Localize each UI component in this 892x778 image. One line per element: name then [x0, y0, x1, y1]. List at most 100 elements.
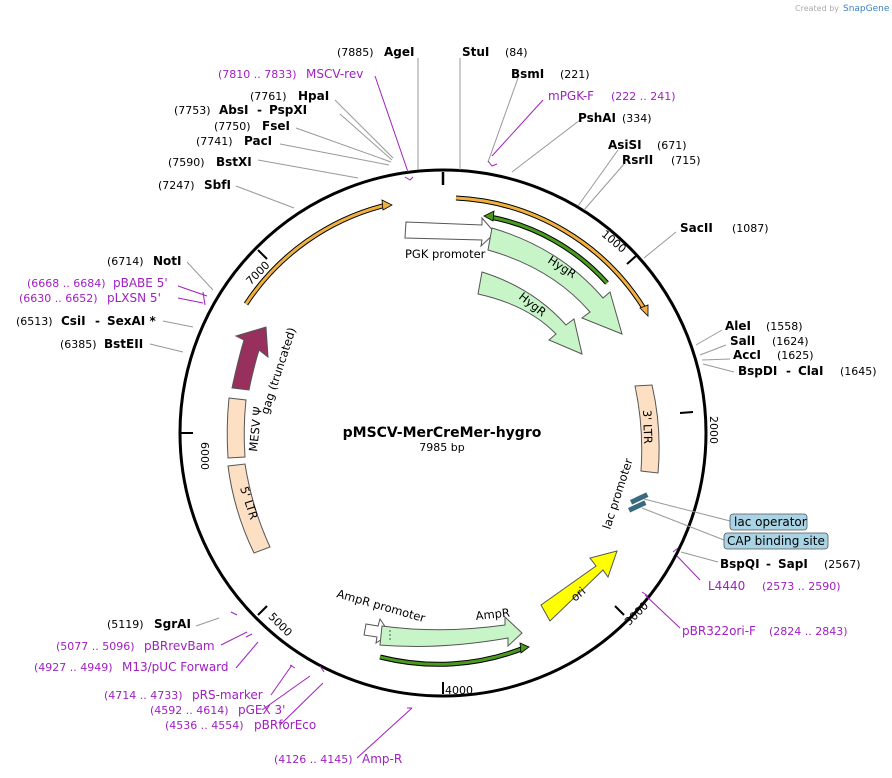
plasmid-length: 7985 bp	[419, 441, 464, 454]
svg-text:pBABE 5': pBABE 5'	[113, 276, 168, 290]
primer-plxsn5[interactable]: (6630 .. 6652) pLXSN 5'	[19, 291, 161, 305]
site-noti[interactable]: (6714) NotI	[107, 254, 182, 268]
primer-pbr322ori-f[interactable]: pBR322ori-F (2824 .. 2843)	[682, 624, 848, 638]
svg-text:SapI: SapI	[778, 557, 808, 571]
svg-text:(2573 .. 2590): (2573 .. 2590)	[762, 580, 841, 593]
svg-text:3' LTR: 3' LTR	[640, 410, 655, 444]
primer-amp-r[interactable]: (4126 .. 4145) Amp-R	[274, 752, 402, 766]
svg-text:(6513): (6513)	[16, 315, 53, 328]
svg-text:ClaI: ClaI	[798, 364, 823, 378]
site-absi-pspxi[interactable]: (7753) AbsI - PspXI	[174, 103, 307, 117]
site-pshai[interactable]: PshAI (334)	[578, 111, 652, 125]
svg-text:(1558): (1558)	[766, 320, 803, 333]
svg-text:NotI: NotI	[153, 254, 182, 268]
svg-text:AccI: AccI	[733, 348, 761, 362]
svg-text:3000: 3000	[622, 599, 651, 628]
svg-text:(4714 .. 4733): (4714 .. 4733)	[104, 689, 183, 702]
primer-pbabe5[interactable]: (6668 .. 6684) pBABE 5'	[27, 276, 168, 290]
svg-text:SacII: SacII	[680, 221, 713, 235]
svg-text:(4536 .. 4554): (4536 .. 4554)	[165, 719, 244, 732]
svg-text:lac promoter: lac promoter	[600, 456, 636, 531]
svg-text:SgrAI: SgrAI	[154, 617, 191, 631]
svg-text:pRS-marker: pRS-marker	[192, 688, 263, 702]
ampr-feature: AmpR	[379, 605, 523, 648]
site-paci[interactable]: (7741) PacI	[196, 134, 272, 148]
primer-m13puc-forward[interactable]: (4927 .. 4949) M13/pUC Forward	[34, 660, 229, 674]
svg-text:(2824 .. 2843): (2824 .. 2843)	[769, 625, 848, 638]
site-agei[interactable]: (7885) AgeI	[337, 45, 414, 59]
svg-text:-: -	[786, 364, 791, 378]
cap-binding-site-callout: CAP binding site	[723, 532, 829, 550]
ltr3-feature: 3' LTR	[634, 384, 660, 474]
svg-text:4000: 4000	[445, 684, 473, 697]
plasmid-title: pMSCV-MerCreMer-hygro	[343, 425, 542, 441]
site-bsmi[interactable]: BsmI (221)	[511, 67, 590, 81]
svg-text:BspDI: BspDI	[738, 364, 777, 378]
site-fsei[interactable]: (7750) FseI	[214, 119, 290, 133]
svg-text:lac operator: lac operator	[734, 515, 807, 529]
svg-text:AmpR promoter: AmpR promoter	[335, 586, 427, 625]
site-bspqi-sapi[interactable]: BspQI - SapI (2567)	[720, 557, 861, 571]
svg-text:BspQI: BspQI	[720, 557, 760, 571]
svg-text:SalI: SalI	[730, 334, 755, 348]
svg-text:(5077 .. 5096): (5077 .. 5096)	[56, 640, 135, 653]
svg-text:(1087): (1087)	[732, 222, 769, 235]
svg-text:HpaI: HpaI	[298, 89, 329, 103]
svg-text:pBRforEco: pBRforEco	[254, 718, 316, 732]
primer-l4440[interactable]: L4440 (2573 .. 2590)	[708, 579, 841, 593]
ltr5-feature: 5' LTR	[227, 463, 271, 554]
primer-pbrforeco[interactable]: (4536 .. 4554) pBRforEco	[165, 718, 316, 732]
svg-text:SbfI: SbfI	[204, 178, 231, 192]
site-sacii[interactable]: SacII (1087)	[680, 221, 769, 235]
primer-pgex3[interactable]: (4592 .. 4614) pGEX 3'	[150, 703, 285, 717]
svg-text:-: -	[95, 314, 100, 328]
svg-text:(7590): (7590)	[168, 156, 205, 169]
site-bspdi-clai[interactable]: BspDI - ClaI (1645)	[738, 364, 877, 378]
svg-text:(7750): (7750)	[214, 120, 251, 133]
site-bsteii[interactable]: (6385) BstEII	[60, 337, 143, 351]
svg-text:6000: 6000	[198, 442, 211, 470]
svg-text:2000: 2000	[707, 416, 720, 444]
svg-text:(1624): (1624)	[772, 335, 809, 348]
svg-text:BstXI: BstXI	[216, 155, 252, 169]
svg-text:FseI: FseI	[262, 119, 290, 133]
site-hpai[interactable]: (7761) HpaI	[250, 89, 329, 103]
primer-msccv-rev[interactable]: (7810 .. 7833) MSCV-rev	[218, 67, 363, 81]
svg-text:PspXI: PspXI	[269, 103, 307, 117]
svg-text:pLXSN 5': pLXSN 5'	[107, 291, 161, 305]
svg-text:(4592 .. 4614): (4592 .. 4614)	[150, 704, 229, 717]
svg-text:PacI: PacI	[244, 134, 272, 148]
snapgene-logo: Created by SnapGene	[795, 4, 890, 14]
svg-text:(715): (715)	[671, 154, 701, 167]
svg-text:PGK promoter: PGK promoter	[405, 247, 486, 261]
site-bstxi[interactable]: (7590) BstXI	[168, 155, 252, 169]
svg-text:(1645): (1645)	[840, 365, 877, 378]
lac-operator-callout: lac operator	[729, 513, 808, 531]
primer-pbrrevbam[interactable]: (5077 .. 5096) pBRrevBam	[56, 639, 215, 653]
site-stui[interactable]: StuI (84)	[462, 45, 528, 59]
svg-text:(4927 .. 4949): (4927 .. 4949)	[34, 661, 113, 674]
site-sali[interactable]: SalI (1624)	[730, 334, 809, 348]
svg-text:AgeI: AgeI	[384, 45, 414, 59]
svg-text:(1625): (1625)	[777, 349, 814, 362]
lac-operator-marker	[627, 492, 731, 541]
site-csii-sexai[interactable]: (6513) CsiI - SexAI *	[16, 314, 156, 328]
svg-text:AmpR: AmpR	[475, 605, 511, 623]
primer-prs-marker[interactable]: (4714 .. 4733) pRS-marker	[104, 688, 263, 702]
hygr-inner-feature: HygR	[477, 271, 583, 355]
svg-text:BsmI: BsmI	[511, 67, 544, 81]
site-alei[interactable]: AleI (1558)	[725, 319, 803, 333]
svg-text:BstEII: BstEII	[104, 337, 143, 351]
site-acci[interactable]: AccI (1625)	[733, 348, 814, 362]
site-sgrai[interactable]: (5119) SgrAI	[107, 617, 191, 631]
site-asisi[interactable]: AsiSI (671)	[608, 138, 687, 152]
site-rsrii[interactable]: RsrII (715)	[622, 153, 701, 167]
svg-text:AbsI: AbsI	[219, 103, 248, 117]
svg-text:Created by: Created by	[795, 4, 839, 13]
primer-mpgk-f[interactable]: mPGK-F (222 .. 241)	[548, 89, 676, 103]
svg-text:(671): (671)	[657, 139, 687, 152]
svg-text:mPGK-F: mPGK-F	[548, 89, 594, 103]
svg-text:(6385): (6385)	[60, 338, 97, 351]
site-sbfi[interactable]: (7247) SbfI	[158, 178, 231, 192]
svg-text:(222 .. 241): (222 .. 241)	[611, 90, 676, 103]
